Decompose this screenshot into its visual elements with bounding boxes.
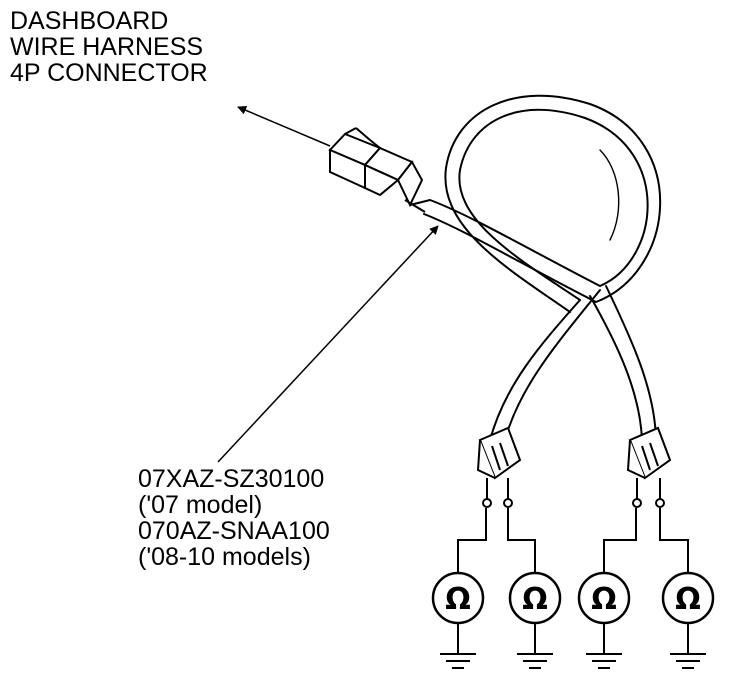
cable-leader-arrow <box>217 225 439 463</box>
ground-icon <box>670 623 706 669</box>
part-number-label: 07XAZ-SZ30100 ('07 model) 070AZ-SNAA100 … <box>138 466 330 570</box>
part-label-line-1: 07XAZ-SZ30100 <box>138 465 325 493</box>
part-label-line-4: ('08-10 models) <box>138 543 311 571</box>
ohm-symbol: Ω <box>675 582 701 617</box>
test-plug-right <box>626 426 672 524</box>
ohmmeter-3: Ω <box>577 571 631 625</box>
test-plug-left <box>476 426 522 524</box>
ground-icon <box>440 623 476 669</box>
ohmmeter-1: Ω <box>431 571 485 625</box>
cable-coil <box>423 94 662 313</box>
part-label-line-3: 070AZ-SNAA100 <box>138 517 330 545</box>
meter-wires <box>457 524 689 572</box>
ground-icon <box>586 623 622 669</box>
ohmmeter-2: Ω <box>508 571 562 625</box>
connector-label-line-3: 4P CONNECTOR <box>10 59 208 87</box>
ohm-symbol: Ω <box>522 582 548 617</box>
cable-tails <box>489 285 657 441</box>
connector-label: DASHBOARD WIRE HARNESS 4P CONNECTOR <box>10 8 208 86</box>
ground-icon <box>517 623 553 669</box>
ohm-symbol: Ω <box>445 582 471 617</box>
connector-leader-arrow <box>237 106 331 147</box>
part-label-line-2: ('07 model) <box>138 491 263 519</box>
4p-connector <box>328 127 431 213</box>
connector-label-line-1: DASHBOARD <box>10 7 169 35</box>
connector-label-line-2: WIRE HARNESS <box>10 33 204 61</box>
ohmmeter-4: Ω <box>661 571 715 625</box>
ohm-symbol: Ω <box>591 582 617 617</box>
